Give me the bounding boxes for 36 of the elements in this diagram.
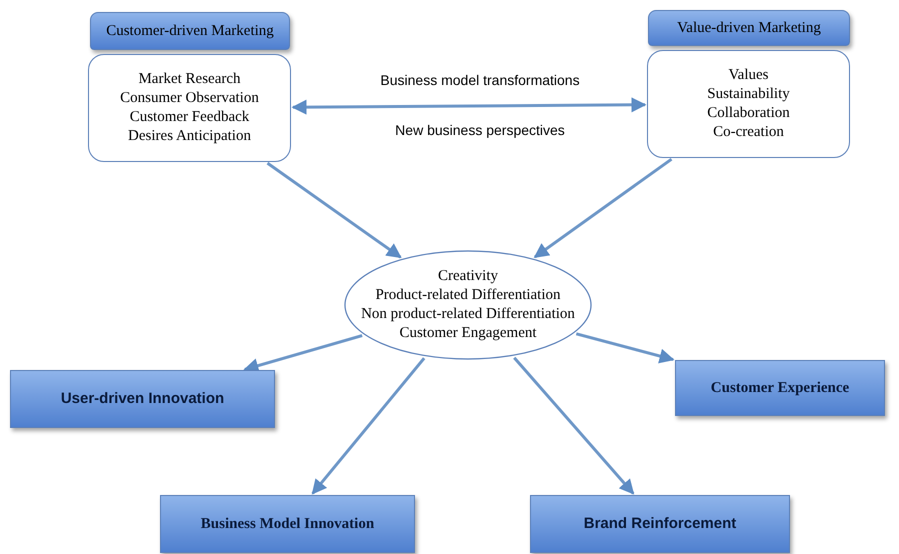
node-text: Consumer Observation xyxy=(120,89,259,108)
ellipse-node xyxy=(344,250,592,360)
arrow xyxy=(266,162,402,258)
node-text: Customer Engagement xyxy=(399,324,537,343)
outcome-box xyxy=(675,360,885,416)
node-text: Product-related Differentiation xyxy=(375,286,561,305)
node-text: Co-creation xyxy=(713,123,784,142)
node-text: Customer Feedback xyxy=(130,108,250,127)
header-tab xyxy=(648,10,850,46)
arrow xyxy=(513,356,634,495)
arrow xyxy=(243,334,363,373)
node-text: Creativity xyxy=(438,267,498,286)
outcome-box xyxy=(530,495,790,553)
node-text: Market Research xyxy=(138,70,241,89)
arrow xyxy=(292,97,646,115)
outcome-box xyxy=(10,370,275,428)
node-text: Brand Reinforcement xyxy=(584,514,736,534)
rounded-box xyxy=(647,50,850,158)
node-text: User-driven Innovation xyxy=(60,388,224,409)
outcome-box xyxy=(160,495,415,553)
node-text: Non product-related Differentiation xyxy=(361,305,575,324)
node-text: Desires Anticipation xyxy=(128,127,251,146)
node-text: Business Model Innovation xyxy=(200,514,374,534)
node-text: Customer Experience xyxy=(710,378,850,398)
arrow xyxy=(312,357,426,495)
node-text: Sustainability xyxy=(707,85,790,104)
node-text: Customer-driven Marketing xyxy=(106,22,274,41)
arrow xyxy=(534,158,672,258)
annotation-text: New business perspectives xyxy=(394,121,566,140)
arrow xyxy=(576,332,675,364)
annotation-text: Business model transformations xyxy=(379,71,581,90)
node-text: Values xyxy=(728,66,768,85)
node-text: Value-driven Marketing xyxy=(677,18,821,38)
node-text: Collaboration xyxy=(707,104,790,123)
header-tab xyxy=(90,12,290,50)
rounded-box xyxy=(88,54,291,162)
